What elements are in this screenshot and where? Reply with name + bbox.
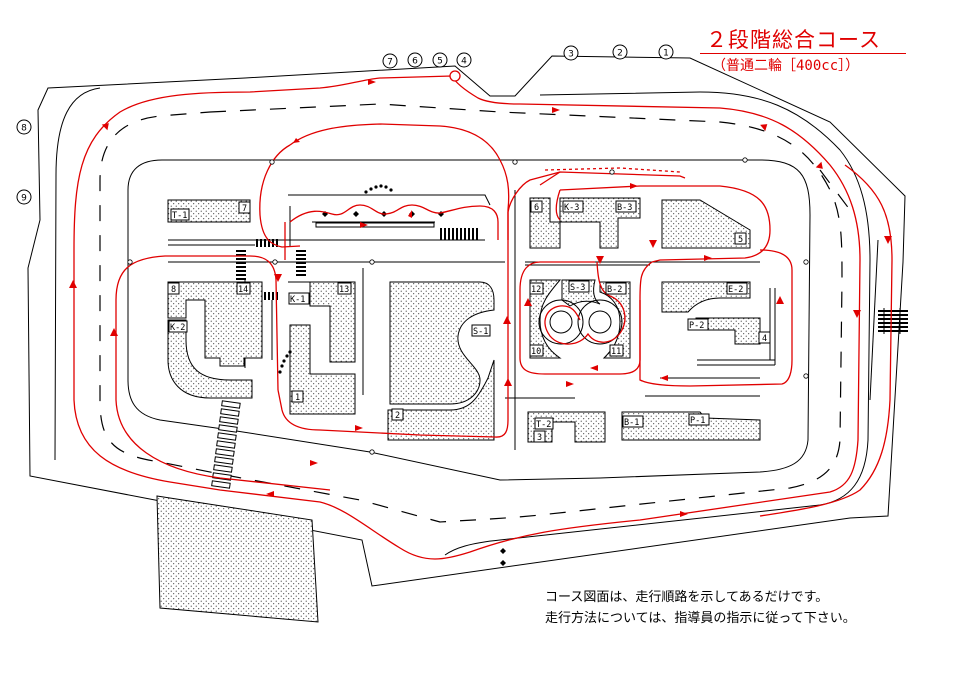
site-outline <box>27 55 906 587</box>
zone-1: 1 <box>295 393 300 403</box>
marker-4: 4 <box>461 57 467 67</box>
zone-10: 10 <box>531 347 541 357</box>
zone-E-2: E-2 <box>728 285 743 295</box>
zone-labels: T-1 7 8 14 K-1 13 K-2 1 2 S-1 6 K-3 B-3 … <box>167 200 771 443</box>
zone-11: 11 <box>611 347 621 357</box>
dashed-center-lines <box>99 103 851 523</box>
interior-roads <box>168 190 879 450</box>
zone-7: 7 <box>242 204 247 214</box>
zone-K-2: K-2 <box>170 323 185 333</box>
zone-B-2: B-2 <box>607 285 622 295</box>
zone-S-1: S-1 <box>473 327 488 337</box>
marker-3: 3 <box>568 50 574 60</box>
outer-lane-lines <box>54 87 871 556</box>
marker-8: 8 <box>21 124 27 134</box>
zone-8: 8 <box>171 285 176 295</box>
marker-1: 1 <box>663 49 669 59</box>
zone-13: 13 <box>339 285 349 295</box>
marker-9: 9 <box>21 194 27 204</box>
zone-B-3: B-3 <box>617 203 632 213</box>
zone-3: 3 <box>537 433 542 443</box>
zone-12: 12 <box>531 285 541 295</box>
zone-P-1: P-1 <box>690 416 705 426</box>
position-markers <box>16 44 674 205</box>
course-subtitle: （普通二輪［400cc］） <box>712 58 860 74</box>
start-point <box>449 70 461 82</box>
marker-6: 6 <box>412 57 418 67</box>
note-instructor: 走行方法については、指導員の指示に従って下さい。 <box>545 611 856 626</box>
railway-crossing <box>883 308 901 334</box>
zone-P-2: P-2 <box>689 321 704 331</box>
route-arrows <box>69 79 892 517</box>
zebra-crossing <box>211 400 241 489</box>
zone-5: 5 <box>738 235 743 245</box>
zone-14: 14 <box>238 285 248 295</box>
zone-S-3: S-3 <box>570 283 585 293</box>
figure-eight <box>538 299 623 345</box>
gravel-lot <box>156 495 319 623</box>
marker-2: 2 <box>617 49 623 59</box>
marker-7: 7 <box>387 58 393 68</box>
zone-4: 4 <box>762 334 767 344</box>
zone-2: 2 <box>395 411 400 421</box>
note-route: コース図面は、走行順路を示してあるだけです。 <box>545 590 829 605</box>
dotted-blocks <box>167 197 761 443</box>
marker-5: 5 <box>437 57 443 67</box>
zone-T-2: T-2 <box>536 420 551 430</box>
zone-K-3: K-3 <box>564 203 579 213</box>
crosswalk-bars <box>236 228 908 332</box>
title-underline <box>700 53 906 54</box>
zone-B-1: B-1 <box>624 418 639 428</box>
zone-T-1: T-1 <box>172 211 187 221</box>
zone-6: 6 <box>534 203 539 213</box>
course-title: ２段階総合コース <box>706 28 881 52</box>
junction-dots <box>127 157 809 455</box>
driving-route <box>73 75 893 560</box>
zone-K-1: K-1 <box>290 295 305 305</box>
